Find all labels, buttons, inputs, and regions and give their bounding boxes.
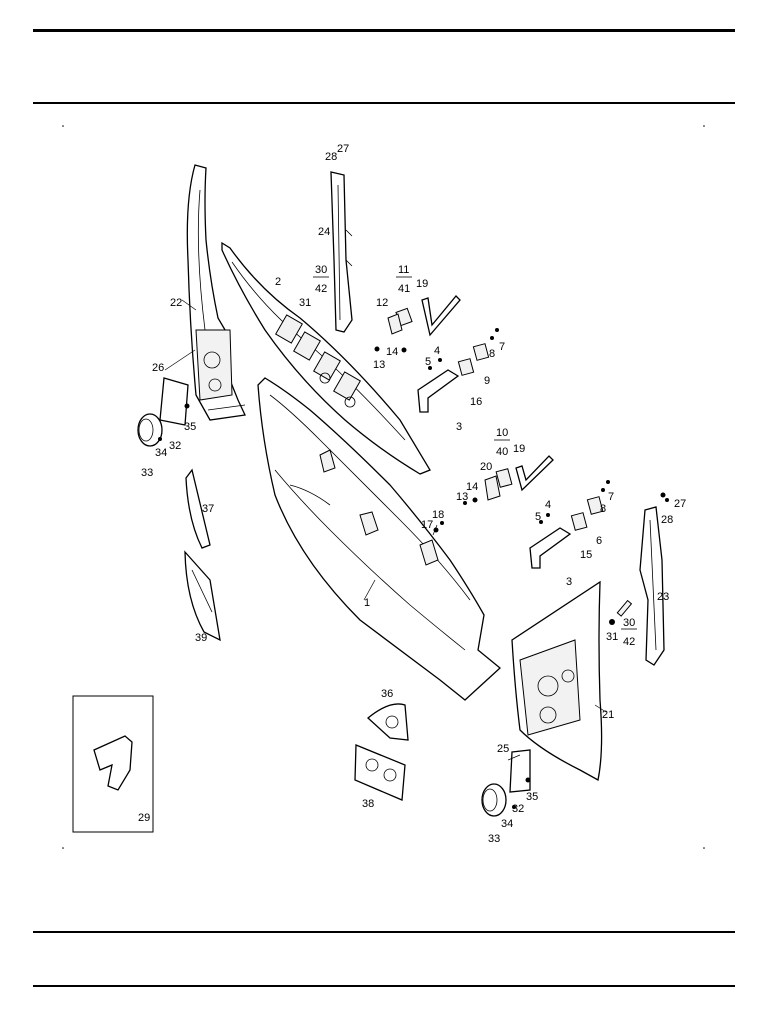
left-end-cap-part-22 — [186, 164, 246, 421]
right-fog-lamp-group — [481, 749, 531, 817]
label-7-lower: 7 — [608, 491, 614, 503]
label-2: 2 — [275, 276, 281, 288]
label-23: 23 — [657, 591, 669, 603]
label-14-upper: 14 — [386, 346, 398, 358]
label-21: 21 — [602, 709, 614, 721]
inset-detail-part-29 — [72, 695, 154, 833]
label-34-left: 34 — [155, 447, 167, 459]
label-10: 10 — [496, 427, 508, 439]
left-fog-lamp-group — [137, 377, 190, 447]
label-36: 36 — [381, 688, 393, 700]
leader-lines — [164, 299, 607, 761]
label-28-lower: 28 — [661, 514, 673, 526]
label-33-left: 33 — [141, 467, 153, 479]
label-4-upper: 4 — [434, 345, 440, 357]
label-19-lower: 19 — [513, 443, 525, 455]
label-18: 18 — [432, 509, 444, 521]
bracket-part-39 — [184, 550, 221, 642]
label-30-upper: 30 — [315, 264, 327, 276]
label-35-left: 35 — [184, 421, 196, 433]
bracket-part-37 — [185, 468, 211, 549]
label-3-upper: 3 — [456, 421, 462, 433]
label-3-lower: 3 — [566, 576, 572, 588]
label-14-lower: 14 — [466, 481, 478, 493]
lower-mount-group — [433, 455, 610, 569]
label-17: 17 — [421, 519, 433, 531]
label-16: 16 — [470, 396, 482, 408]
label-5-upper: 5 — [425, 356, 431, 368]
header-top-rule — [33, 29, 735, 32]
right-bracket-part-23 — [609, 492, 669, 666]
label-27-upper: 27 — [337, 143, 349, 155]
label-7-upper: 7 — [499, 341, 505, 353]
label-12: 12 — [376, 297, 388, 309]
label-28-upper: 28 — [325, 151, 337, 163]
label-15: 15 — [580, 549, 592, 561]
label-26: 26 — [152, 362, 164, 374]
label-30-lower: 30 — [623, 617, 635, 629]
label-13-upper: 13 — [373, 359, 385, 371]
label-35-right: 35 — [526, 791, 538, 803]
part-labels: 1 2 3 3 4 4 5 5 6 7 7 8 8 9 10 40 11 41 … — [138, 143, 686, 845]
header-bottom-rule — [33, 102, 735, 104]
label-32-left: 32 — [169, 440, 181, 452]
fraction-rules — [313, 276, 637, 630]
label-29: 29 — [138, 812, 150, 824]
corner-marks — [62, 125, 705, 849]
label-6: 6 — [596, 535, 602, 547]
label-24: 24 — [318, 226, 330, 238]
label-38: 38 — [362, 798, 374, 810]
label-9: 9 — [484, 375, 490, 387]
label-25: 25 — [497, 743, 509, 755]
upper-mount-group — [374, 295, 499, 413]
label-11: 11 — [398, 264, 409, 276]
label-1: 1 — [364, 597, 370, 609]
label-19-upper: 19 — [416, 278, 428, 290]
label-42-lower: 42 — [623, 636, 635, 648]
right-end-cap-part-21 — [511, 580, 603, 782]
label-37: 37 — [202, 503, 214, 515]
label-33-right: 33 — [488, 833, 500, 845]
label-32-right: 32 — [512, 803, 524, 815]
label-4-lower: 4 — [545, 499, 551, 511]
label-41: 41 — [398, 283, 410, 295]
cover-part-38 — [354, 744, 406, 801]
label-34-right: 34 — [501, 818, 513, 830]
label-20: 20 — [480, 461, 492, 473]
label-13-lower: 13 — [456, 491, 468, 503]
footer-bottom-rule — [33, 985, 735, 987]
label-5-lower: 5 — [535, 511, 541, 523]
label-22: 22 — [170, 297, 182, 309]
label-31-lower: 31 — [606, 631, 618, 643]
footer-top-rule — [33, 931, 735, 933]
label-27-lower: 27 — [674, 498, 686, 510]
label-39: 39 — [195, 632, 207, 644]
upper-bracket-part-24 — [330, 171, 353, 333]
label-42-upper: 42 — [315, 283, 327, 295]
label-8-upper: 8 — [489, 348, 495, 360]
label-8-lower: 8 — [600, 503, 606, 515]
main-bumper-shell-part-1 — [257, 377, 501, 701]
upper-grille-beam-part-2 — [221, 241, 431, 475]
cover-part-36 — [367, 703, 409, 741]
label-31-upper: 31 — [299, 297, 311, 309]
label-40: 40 — [496, 446, 508, 458]
